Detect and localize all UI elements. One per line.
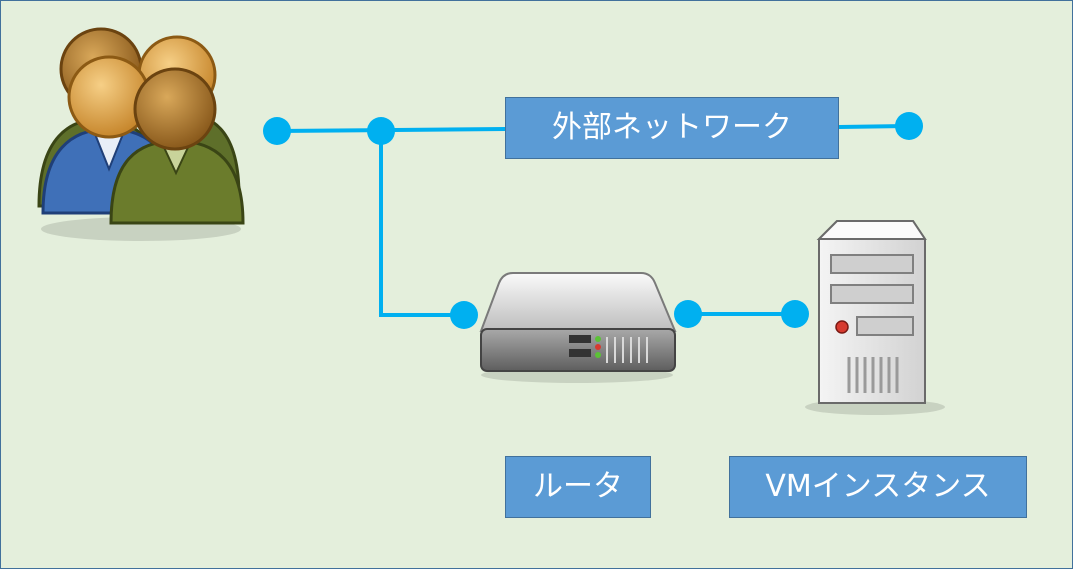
dot-users <box>263 117 291 145</box>
dot-network-end <box>895 112 923 140</box>
router-icon <box>479 272 677 383</box>
dot-vm <box>781 300 809 328</box>
server-icon <box>805 220 945 415</box>
router-label: ルータ <box>505 456 651 518</box>
vm-instance-label: VMインスタンス <box>729 456 1027 518</box>
dot-router-right <box>674 300 702 328</box>
users-icon <box>37 27 245 241</box>
external-network-label: 外部ネットワーク <box>505 97 839 159</box>
dot-router-left <box>450 301 478 329</box>
dot-junction <box>367 117 395 145</box>
connection-dots <box>263 112 923 329</box>
line-junction-to-router <box>379 131 464 317</box>
